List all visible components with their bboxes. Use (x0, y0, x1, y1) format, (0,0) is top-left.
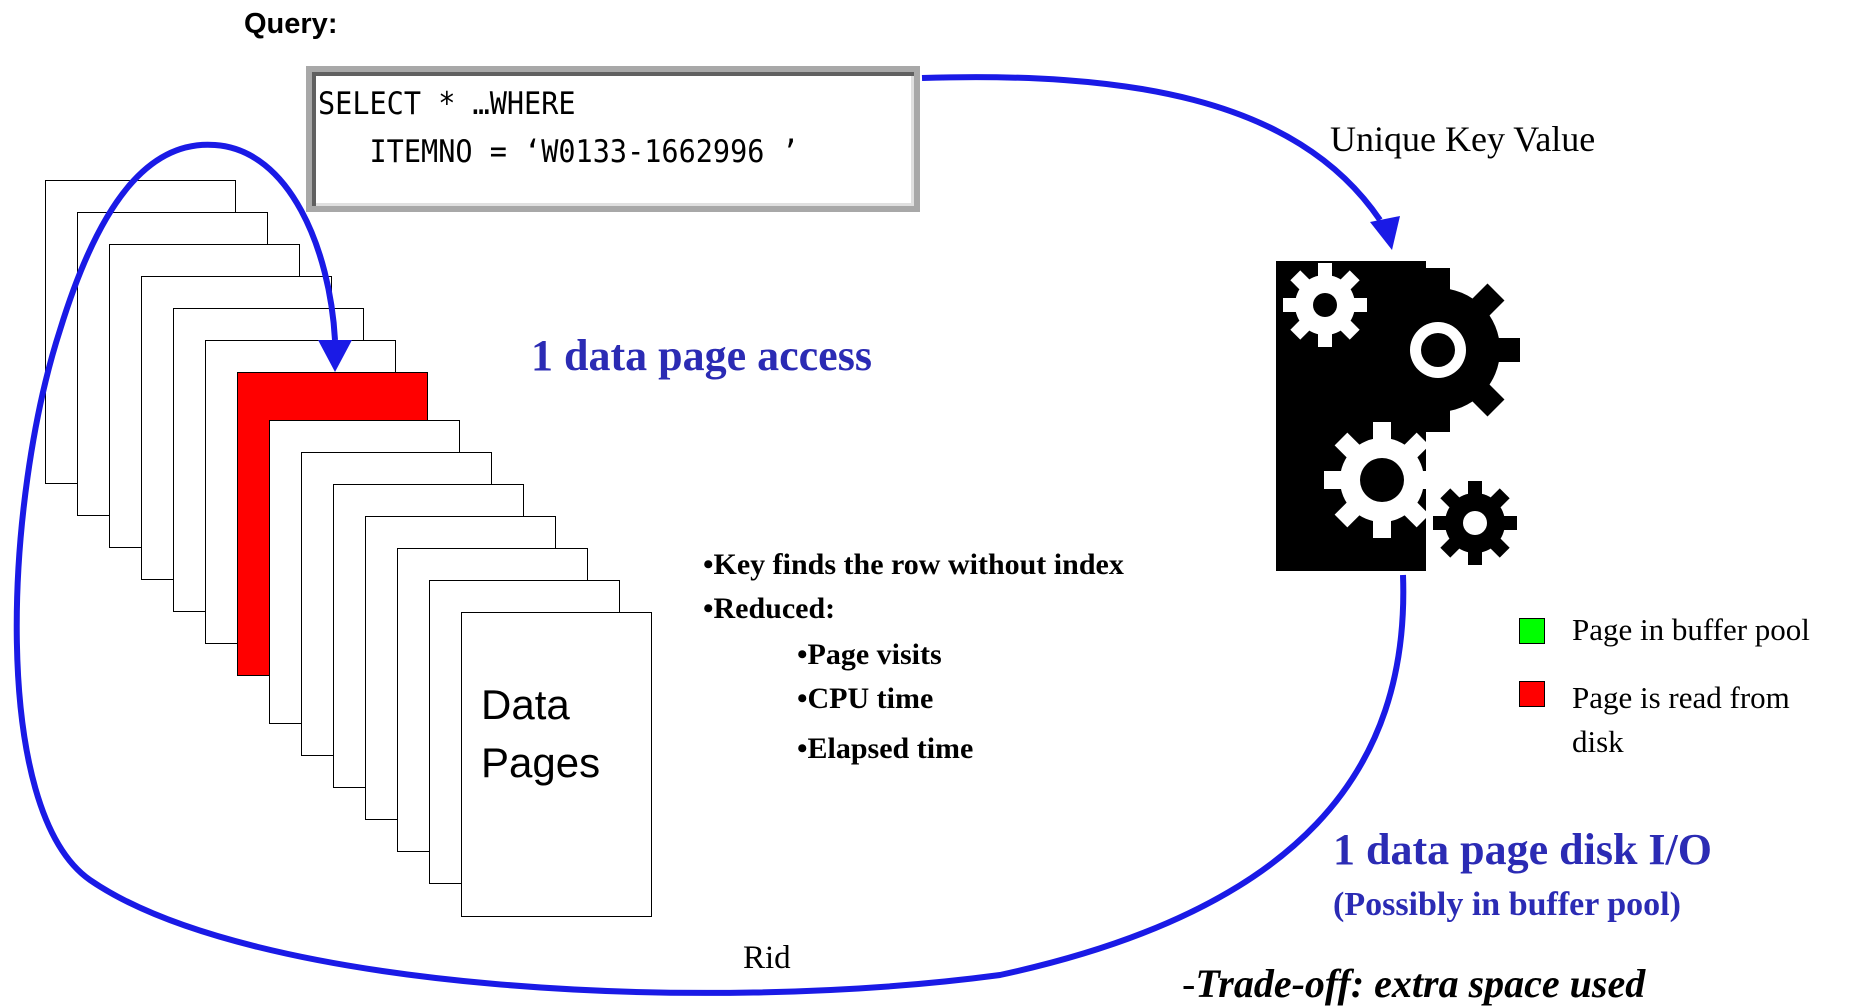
rid-label: Rid (743, 940, 791, 976)
bullet-elapsed-time: •Elapsed time (797, 732, 974, 765)
legend-label-read-disk-line1: Page is read from (1572, 680, 1790, 715)
gears-icon (1276, 261, 1520, 571)
query-label: Query: (244, 8, 338, 40)
query-to-hash-arrowhead (1370, 216, 1400, 250)
legend-label-buffer-pool: Page in buffer pool (1572, 612, 1810, 647)
query-line-2: ITEMNO = ‘W0133-1662996 ’ (318, 134, 799, 170)
disk-io-heading: 1 data page disk I/O (1333, 825, 1712, 874)
query-box: SELECT * …WHERE ITEMNO = ‘W0133-1662996 … (306, 66, 920, 212)
gear-middle (1324, 422, 1440, 538)
disk-io-subheading: (Possibly in buffer pool) (1333, 886, 1681, 923)
gear-small-top (1283, 263, 1367, 347)
legend-swatch-read-disk (1519, 681, 1545, 707)
unique-key-label: Unique Key Value (1330, 119, 1596, 159)
query-line-1: SELECT * …WHERE (318, 86, 576, 122)
data-pages-label: Data Pages (481, 676, 600, 792)
rid-loop-arrowhead (318, 340, 352, 372)
tradeoff-dash: - (1182, 961, 1196, 1006)
tradeoff-note: -Trade-off: extra space used (1182, 960, 1645, 1007)
gear-small-bottom (1433, 481, 1517, 565)
data-page (461, 612, 652, 917)
tradeoff-text: Trade-off: extra space used (1195, 961, 1646, 1006)
legend-label-read-disk-line2: disk (1572, 724, 1624, 759)
legend-label-read-disk: Page is read from disk (1572, 676, 1790, 764)
gear-large (1356, 268, 1520, 432)
bullet-cpu-time: •CPU time (797, 682, 934, 715)
bullet-reduced: •Reduced: (703, 592, 836, 625)
data-page-access-heading: 1 data page access (531, 331, 872, 380)
bullet-page-visits: •Page visits (797, 638, 942, 671)
query-to-hash-arrow (921, 74, 1383, 222)
rid-loop-arrow (13, 141, 1407, 996)
data-pages-label-line1: Data (481, 681, 570, 728)
bullet-key-finds-row: •Key finds the row without index (703, 548, 1124, 581)
data-pages-label-line2: Pages (481, 739, 601, 786)
legend-swatch-buffer-pool (1519, 618, 1545, 644)
